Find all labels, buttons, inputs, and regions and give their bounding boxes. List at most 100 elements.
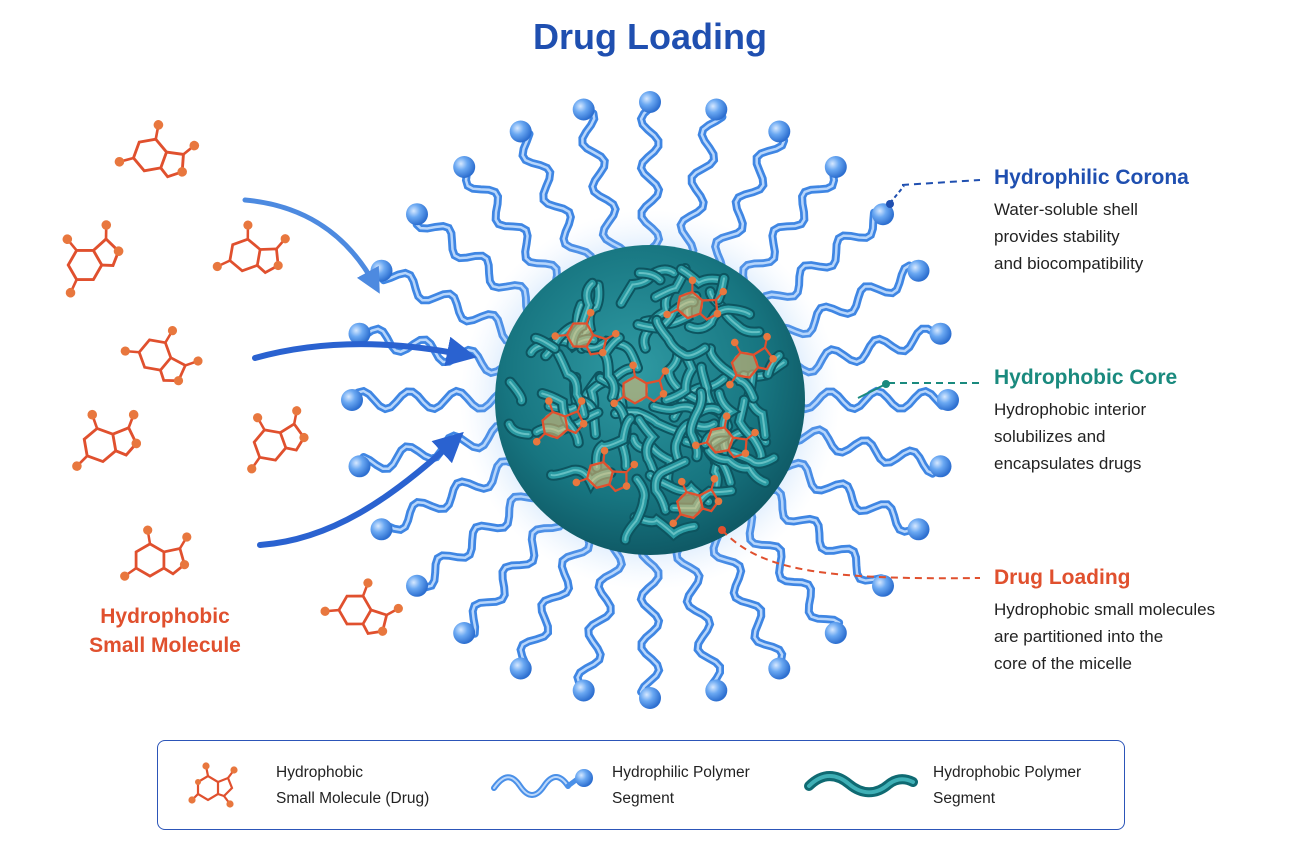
corona-chain-bead <box>453 156 476 178</box>
callout-corona-text: Water-soluble shell provides stability a… <box>994 200 1144 273</box>
callout-loading: Drug Loading Hydrophobic small molecules… <box>994 566 1215 677</box>
callout-loading-text: Hydrophobic small molecules are partitio… <box>994 600 1216 673</box>
corona-chain-bead <box>907 518 930 541</box>
micelle-diagram <box>62 91 981 709</box>
core-strand-highlight <box>680 268 722 284</box>
corona-chain-bead <box>824 156 847 178</box>
free-drug-molecule <box>120 326 203 386</box>
drug-glow <box>707 427 733 453</box>
drug-molecule-icon <box>188 762 238 808</box>
legend-item-hydrophobic: Hydrophobic Polymer Segment <box>803 741 1123 831</box>
core-strand-highlight <box>509 381 523 402</box>
corona-chain-bead <box>341 389 363 411</box>
callout-corona: Hydrophilic Corona Water-soluble shell p… <box>994 166 1189 277</box>
encapsulated-drug-molecule <box>532 397 588 446</box>
corona-chain-bead <box>509 657 532 680</box>
drug-glow <box>567 322 593 348</box>
callout-loading-title: Drug Loading <box>994 566 1131 589</box>
core-strand-highlight <box>508 423 530 436</box>
corona-chain-bead <box>348 322 371 345</box>
arrow-bottom <box>257 431 464 548</box>
encapsulated-drug-molecule <box>669 474 723 528</box>
drug-glow <box>677 492 703 518</box>
legend: Hydrophobic Small Molecule (Drug) Hydrop… <box>157 740 1125 830</box>
core-strand-highlight <box>707 449 767 484</box>
encapsulated-drug-molecule <box>551 308 620 357</box>
legend-hydrophilic-label: Hydrophilic Polymer Segment <box>612 764 750 807</box>
free-drug-molecule <box>247 406 309 474</box>
corona-chain-bead <box>768 657 791 680</box>
corona-chain-bead <box>872 574 894 597</box>
corona-chain-bead <box>406 203 428 226</box>
corona-leader-dot <box>886 200 894 208</box>
encapsulated-drug-molecule <box>663 276 728 321</box>
free-drug-molecule <box>320 578 403 636</box>
loading-leader-dot <box>718 526 726 534</box>
legend-drug-label: Hydrophobic Small Molecule (Drug) <box>276 764 430 807</box>
corona-chain-bead <box>406 574 428 597</box>
arrow-middle <box>252 336 477 367</box>
core-strand-highlight <box>595 417 632 469</box>
corona-chain-bead <box>929 455 952 478</box>
corona-chain-bead <box>872 203 894 226</box>
corona-chain-bead <box>639 687 661 709</box>
core-strand-highlight <box>738 399 763 461</box>
encapsulated-drug-molecule <box>692 412 759 459</box>
free-drug-molecule <box>114 120 200 179</box>
core-strand-highlight <box>674 421 716 463</box>
molecule-label: Hydrophobic Small Molecule <box>89 605 241 657</box>
callout-core-text: Hydrophobic interior solubilizes and enc… <box>994 400 1147 473</box>
free-drug-molecule <box>62 220 124 298</box>
corona-chain-bead <box>824 622 847 644</box>
drug-glow <box>732 352 758 378</box>
core-strand-highlight <box>620 268 675 305</box>
free-drug-molecule <box>212 220 290 275</box>
drug-glow <box>677 292 703 318</box>
corona-chain-bead <box>705 679 728 702</box>
callout-leaders <box>718 179 981 580</box>
corona-leader-line-2 <box>889 185 905 204</box>
corona-chain-bead <box>929 322 952 345</box>
drug-glow <box>587 462 613 488</box>
legend-item-drug: Hydrophobic Small Molecule (Drug) <box>158 741 478 831</box>
corona-chain-bead <box>768 120 791 143</box>
core-strand-highlight <box>603 336 621 399</box>
free-drug-molecule <box>120 525 192 581</box>
core-strand-highlight <box>655 319 706 357</box>
core-leader-line-2 <box>857 383 887 399</box>
diagram-title: Drug Loading <box>533 16 767 57</box>
corona-chain-bead <box>639 91 661 113</box>
free-drug-molecules <box>62 120 403 636</box>
corona-chain-bead <box>705 98 728 121</box>
corona-chain-bead <box>370 518 393 541</box>
core-strand-highlight <box>638 418 658 480</box>
corona-chain-bead <box>572 679 595 702</box>
callout-core: Hydrophobic Core Hydrophobic interior so… <box>994 366 1177 477</box>
encapsulated-drug-molecule <box>572 446 639 493</box>
legend-hydrophobic-label: Hydrophobic Polymer Segment <box>933 764 1082 807</box>
encapsulated-drugs <box>532 276 777 528</box>
drug-glow <box>542 412 568 438</box>
corona-chain-bead <box>937 389 959 411</box>
core-strand-highlight <box>652 405 720 416</box>
encapsulated-drug-molecule <box>726 332 777 389</box>
corona-chain-bead <box>907 259 930 282</box>
encapsulated-drug-molecule <box>610 361 670 408</box>
core-strand-highlight <box>534 337 556 350</box>
hydrophobic-polymer-icon <box>804 771 918 798</box>
corona-leader-line <box>901 179 981 186</box>
core-strand-highlight <box>633 516 696 536</box>
corona-chain-bead <box>348 455 371 478</box>
free-drug-molecule <box>72 409 142 471</box>
corona-chain-bead <box>453 622 476 644</box>
corona-chain-bead <box>509 120 532 143</box>
drug-glow <box>622 377 648 403</box>
legend-item-hydrophilic: Hydrophilic Polymer Segment <box>488 741 798 831</box>
corona-chain-bead <box>572 98 595 121</box>
core-strand-highlight <box>632 437 673 484</box>
core-strand-highlight <box>654 460 687 512</box>
core-leader-dot <box>882 380 890 388</box>
hydrophilic-polymer-icon <box>491 769 593 798</box>
core-strand-highlight <box>624 478 646 541</box>
core-strand-highlight <box>638 271 662 281</box>
